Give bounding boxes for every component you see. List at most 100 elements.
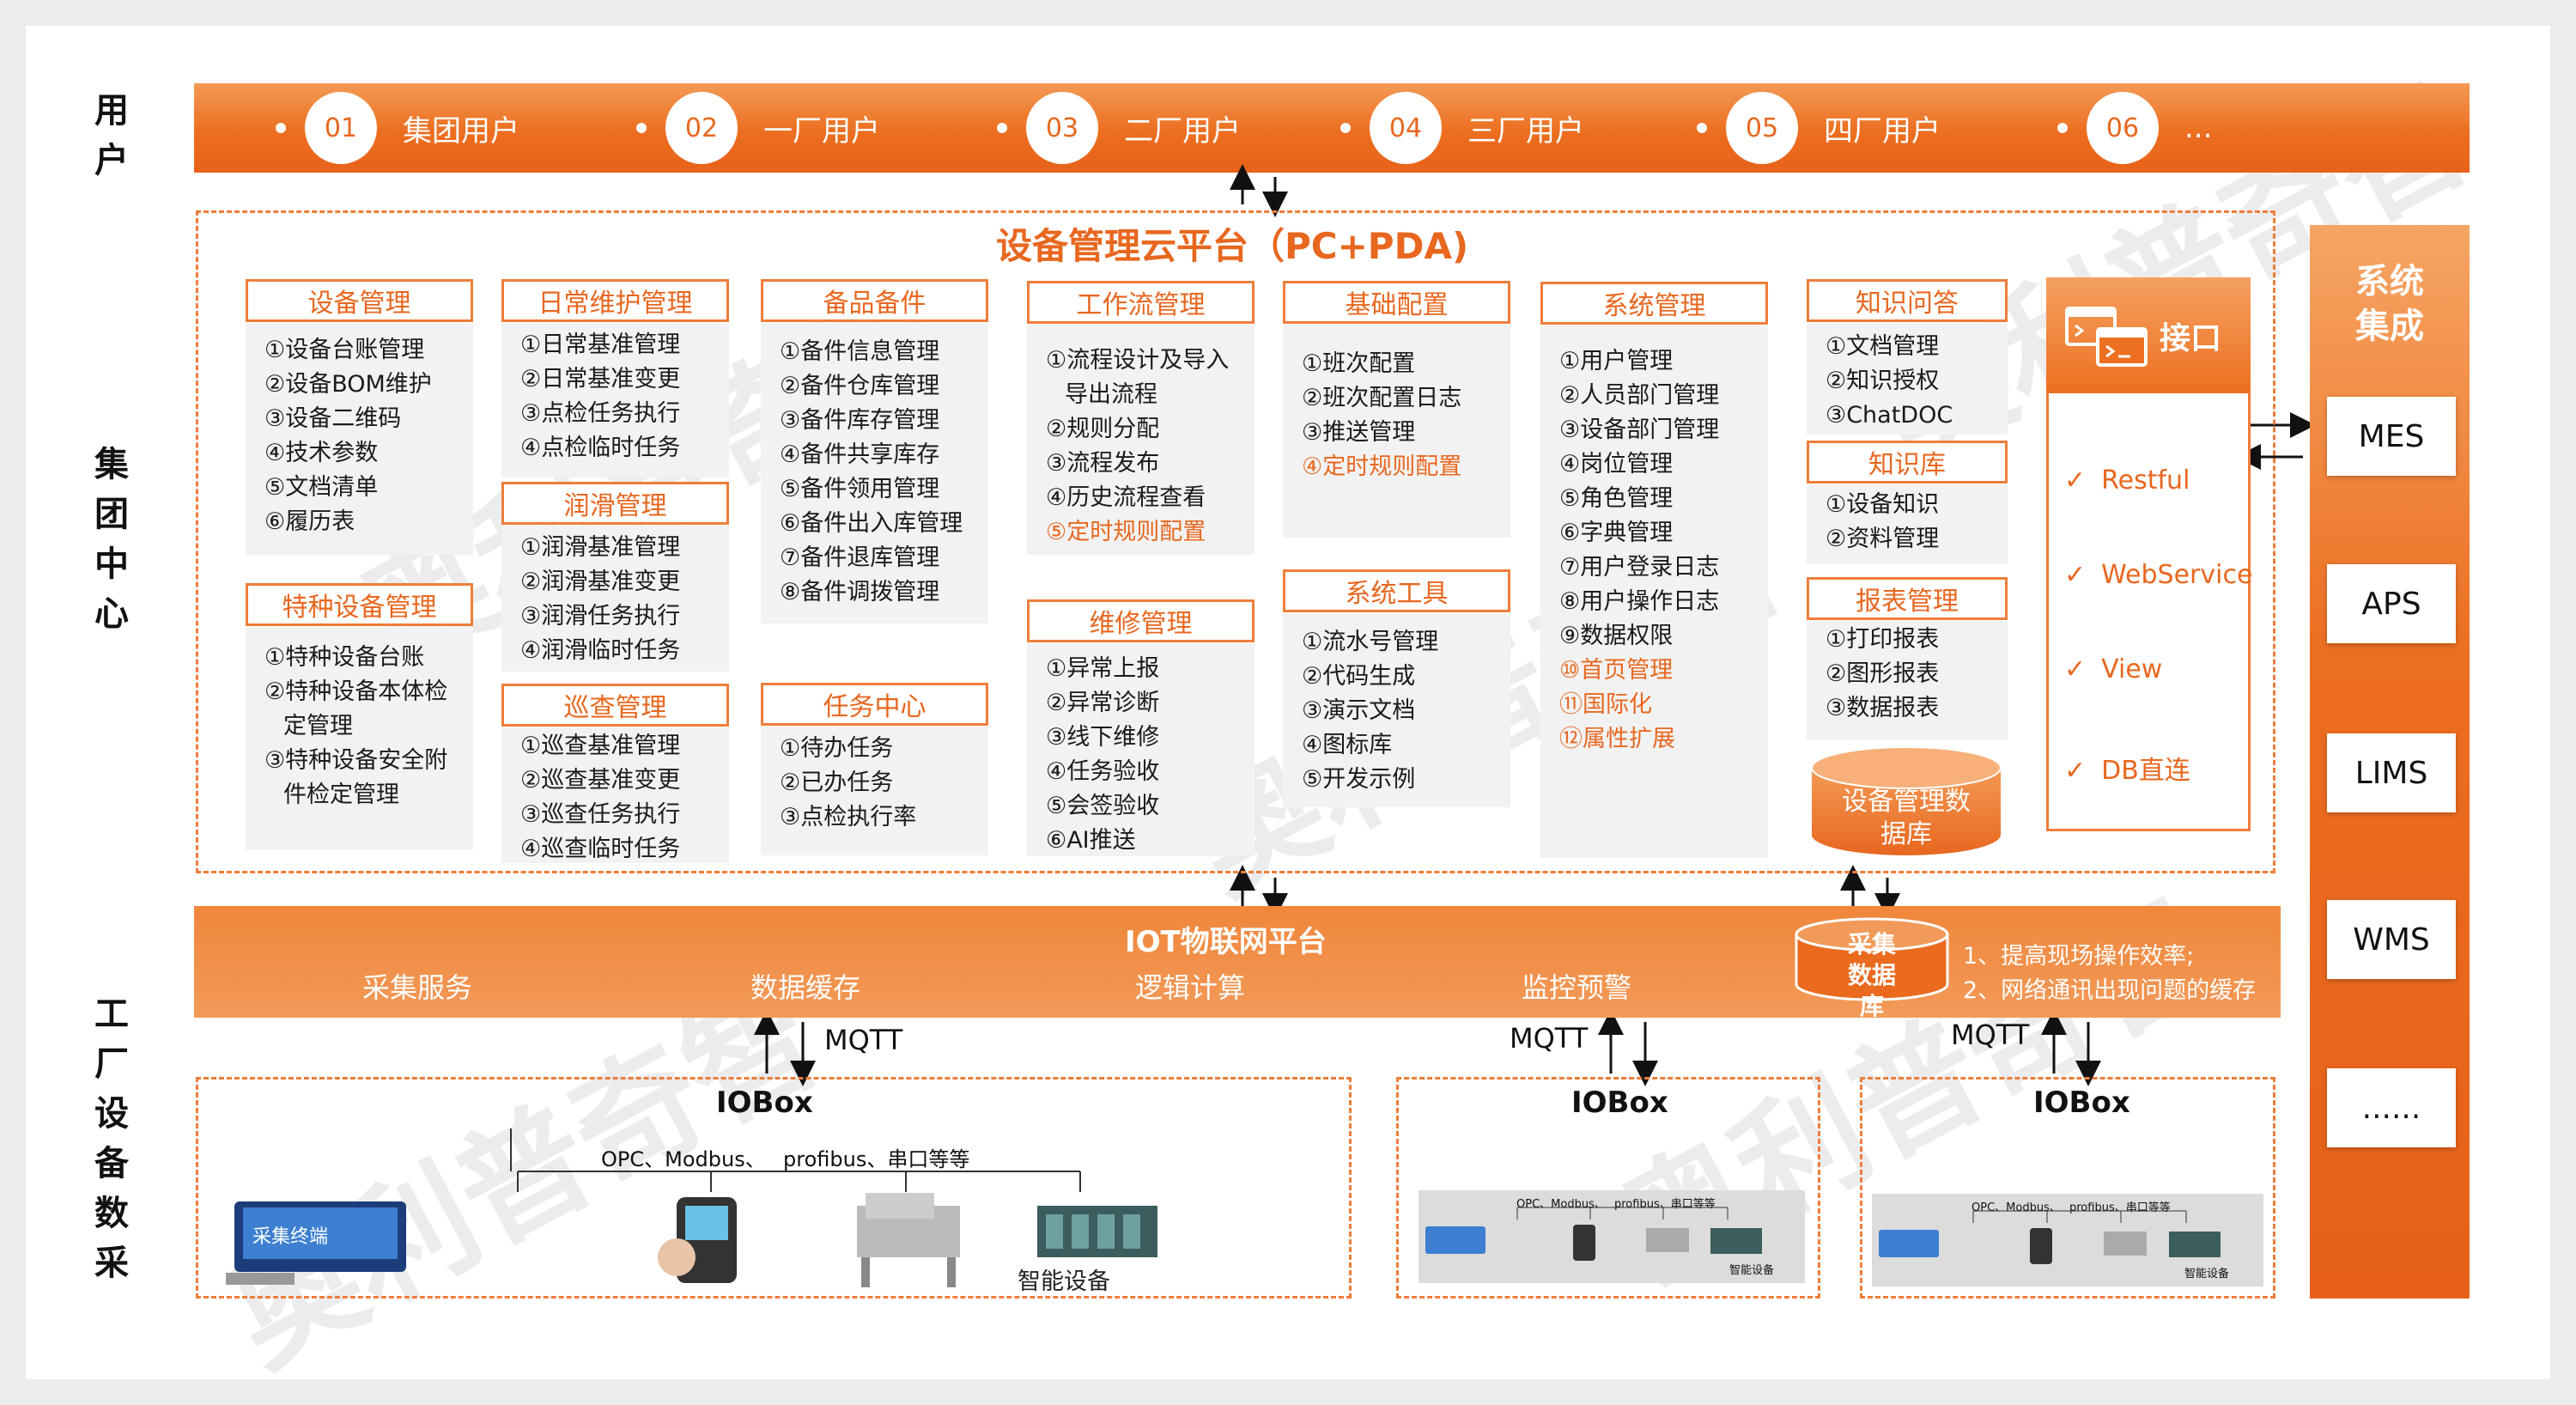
- list-item[interactable]: ④定时规则配置: [1302, 453, 1462, 480]
- list-item[interactable]: ②班次配置日志: [1302, 385, 1462, 411]
- list-item[interactable]: ⑨数据权限: [1559, 623, 1674, 649]
- module-title-qa[interactable]: 知识问答: [1807, 279, 2008, 322]
- user-item[interactable]: 03 二厂用户: [997, 92, 1241, 164]
- module-title-tools[interactable]: 系统工具: [1283, 569, 1510, 612]
- interface-item-webservice[interactable]: ✓WebService: [2064, 560, 2253, 590]
- list-item[interactable]: ⑪国际化: [1559, 691, 1652, 718]
- list-item[interactable]: ④点检临时任务: [520, 435, 681, 461]
- system-aps[interactable]: APS: [2327, 564, 2456, 643]
- list-item[interactable]: ①日常基准管理: [520, 331, 681, 358]
- list-item[interactable]: ①班次配置: [1302, 350, 1416, 377]
- list-item[interactable]: ③ChatDOC: [1826, 402, 1953, 429]
- list-item[interactable]: ④图标库: [1302, 732, 1393, 758]
- list-item[interactable]: ②润滑基准变更: [520, 569, 681, 595]
- list-item[interactable]: ⑤文档清单: [264, 474, 379, 501]
- list-item[interactable]: ①流程设计及导入: [1046, 347, 1230, 374]
- list-item[interactable]: ①设备知识: [1826, 491, 1940, 518]
- interface-item-restful[interactable]: ✓Restful: [2064, 465, 2190, 496]
- list-item[interactable]: ④岗位管理: [1559, 451, 1674, 477]
- list-item[interactable]: ③线下维修: [1046, 724, 1160, 751]
- module-title-system[interactable]: 系统管理: [1540, 282, 1768, 325]
- user-item[interactable]: 01 集团用户: [276, 92, 519, 164]
- list-item[interactable]: ①异常上报: [1046, 655, 1160, 682]
- list-item[interactable]: ③数据报表: [1826, 695, 1940, 721]
- list-item[interactable]: ③点检执行率: [780, 804, 917, 830]
- list-item[interactable]: ⑦用户登录日志: [1559, 554, 1720, 581]
- list-item[interactable]: ⑤开发示例: [1302, 766, 1416, 793]
- module-title-workflow[interactable]: 工作流管理: [1027, 281, 1255, 324]
- list-item[interactable]: ④巡查临时任务: [520, 836, 681, 862]
- user-item[interactable]: 02 一厂用户: [636, 92, 880, 164]
- list-item[interactable]: ②特种设备本体检: [264, 678, 448, 705]
- list-item[interactable]: ③演示文档: [1302, 697, 1416, 724]
- list-item[interactable]: ④技术参数: [264, 440, 379, 466]
- list-item[interactable]: ⑫属性扩展: [1559, 726, 1675, 752]
- list-item[interactable]: ①打印报表: [1826, 626, 1940, 653]
- list-item[interactable]: ①用户管理: [1559, 348, 1674, 374]
- list-item[interactable]: ④历史流程查看: [1046, 484, 1206, 511]
- list-item[interactable]: ③流程发布: [1046, 450, 1160, 477]
- list-item[interactable]: ②设备BOM维护: [264, 371, 432, 398]
- list-item[interactable]: ⑤角色管理: [1559, 485, 1674, 512]
- list-item[interactable]: ⑥AI推送: [1046, 827, 1136, 854]
- list-item[interactable]: ②图形报表: [1826, 660, 1940, 687]
- module-title-inspection[interactable]: 巡查管理: [501, 684, 729, 727]
- list-item[interactable]: ②规则分配: [1046, 416, 1160, 442]
- list-item[interactable]: ①特种设备台账: [264, 644, 425, 671]
- list-item[interactable]: ①备件信息管理: [780, 338, 940, 365]
- module-title-daily[interactable]: 日常维护管理: [501, 279, 729, 322]
- list-item[interactable]: ①待办任务: [780, 735, 894, 762]
- list-item[interactable]: ⑥字典管理: [1559, 520, 1674, 546]
- list-item[interactable]: ③设备二维码: [264, 405, 402, 432]
- list-item[interactable]: ③特种设备安全附: [264, 747, 448, 774]
- module-title-lubrication[interactable]: 润滑管理: [501, 482, 729, 525]
- list-item[interactable]: ②代码生成: [1302, 663, 1416, 690]
- list-item[interactable]: ①润滑基准管理: [520, 534, 681, 561]
- list-item[interactable]: ⑤会签验收: [1046, 793, 1160, 819]
- user-item[interactable]: 06 ...: [2057, 92, 2212, 164]
- list-item[interactable]: ④任务验收: [1046, 758, 1160, 785]
- list-item[interactable]: ⑥备件出入库管理: [780, 510, 963, 537]
- user-item[interactable]: 04 三厂用户: [1340, 92, 1584, 164]
- module-title-report[interactable]: 报表管理: [1807, 577, 2008, 620]
- list-item[interactable]: 件检定管理: [283, 782, 399, 808]
- list-item[interactable]: ⑤定时规则配置: [1046, 519, 1206, 545]
- module-title-spare[interactable]: 备品备件: [761, 279, 988, 322]
- user-item[interactable]: 05 四厂用户: [1697, 92, 1941, 164]
- interface-item-db-direct[interactable]: ✓DB直连: [2064, 756, 2190, 786]
- module-title-equipment[interactable]: 设备管理: [246, 279, 473, 322]
- interface-item-view[interactable]: ✓View: [2064, 654, 2163, 684]
- list-item[interactable]: ①巡查基准管理: [520, 733, 681, 759]
- list-item[interactable]: ②巡查基准变更: [520, 767, 681, 794]
- list-item[interactable]: ⑧备件调拨管理: [780, 579, 940, 605]
- list-item[interactable]: ⑧用户操作日志: [1559, 588, 1720, 615]
- module-title-special[interactable]: 特种设备管理: [246, 583, 473, 626]
- list-item[interactable]: ①设备台账管理: [264, 337, 425, 363]
- list-item[interactable]: ①文档管理: [1826, 333, 1940, 360]
- list-item[interactable]: ③巡查任务执行: [520, 801, 681, 828]
- list-item[interactable]: ⑤备件领用管理: [780, 476, 940, 502]
- list-item[interactable]: ⑥履历表: [264, 508, 355, 535]
- list-item[interactable]: ②已办任务: [780, 769, 894, 796]
- system-wms[interactable]: WMS: [2327, 900, 2456, 979]
- list-item[interactable]: ④备件共享库存: [780, 441, 940, 468]
- list-item[interactable]: ②日常基准变更: [520, 366, 681, 392]
- list-item[interactable]: ②异常诊断: [1046, 690, 1160, 716]
- system-more[interactable]: ......: [2327, 1068, 2456, 1147]
- list-item[interactable]: ⑩首页管理: [1559, 657, 1674, 684]
- module-title-repair[interactable]: 维修管理: [1027, 599, 1255, 642]
- list-item[interactable]: ③推送管理: [1302, 419, 1416, 446]
- list-item[interactable]: ③设备部门管理: [1559, 417, 1720, 443]
- module-title-task[interactable]: 任务中心: [761, 683, 988, 726]
- list-item[interactable]: ③点检任务执行: [520, 400, 681, 427]
- list-item[interactable]: ⑦备件退库管理: [780, 544, 940, 571]
- list-item[interactable]: ③备件库存管理: [780, 407, 940, 434]
- system-mes[interactable]: MES: [2327, 397, 2456, 476]
- list-item[interactable]: 导出流程: [1065, 381, 1157, 408]
- list-item[interactable]: ④润滑临时任务: [520, 637, 681, 664]
- list-item[interactable]: ②资料管理: [1826, 526, 1940, 552]
- list-item[interactable]: 定管理: [283, 713, 353, 739]
- list-item[interactable]: ③润滑任务执行: [520, 603, 681, 630]
- system-lims[interactable]: LIMS: [2327, 733, 2456, 812]
- module-title-kb[interactable]: 知识库: [1807, 441, 2008, 484]
